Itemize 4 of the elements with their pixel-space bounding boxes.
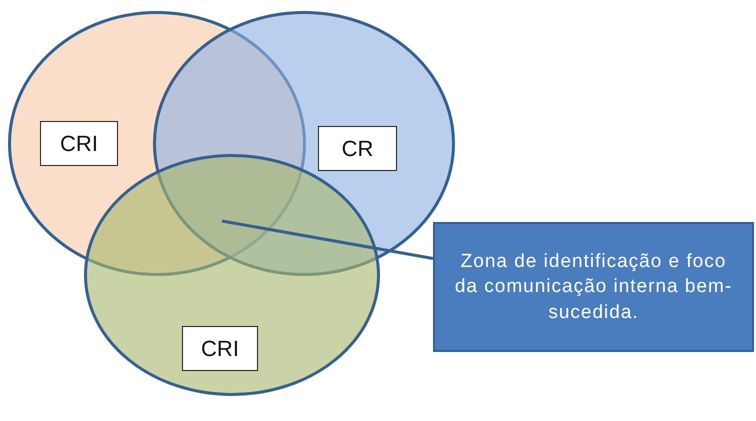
circle-label: CRI xyxy=(40,121,118,166)
circle-label: CR xyxy=(318,126,397,171)
callout-box: Zona de identificação e foco da comunicação interna bem-sucedida. xyxy=(433,222,754,352)
circle-label: CRI xyxy=(182,326,258,371)
